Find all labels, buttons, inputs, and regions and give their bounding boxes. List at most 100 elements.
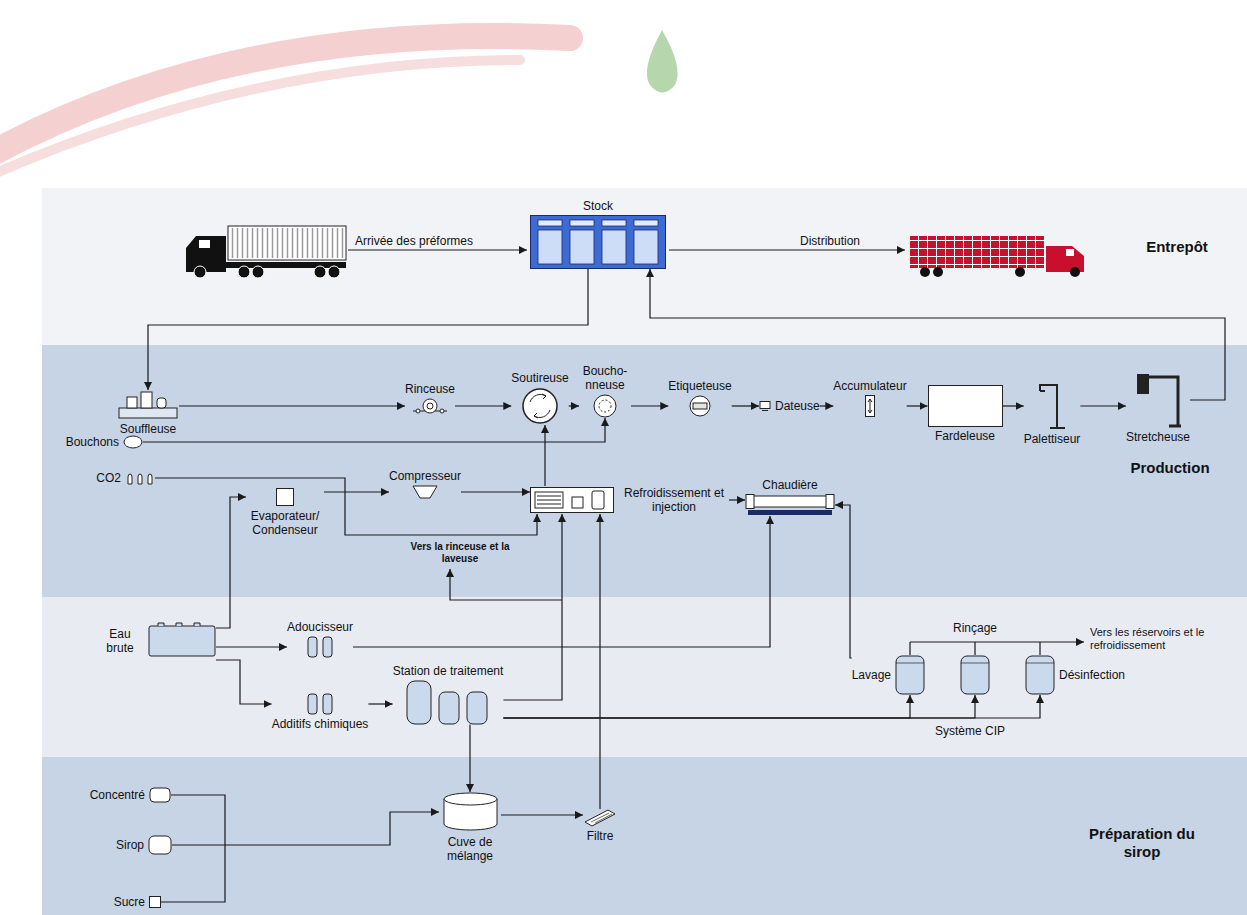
equipment-icon [895,655,925,695]
flow-arrow [1080,405,1126,406]
equipment-label: Soutireuse [511,371,568,385]
equipment-label: Station de traitement [393,664,504,678]
equipment-node: Rinçage [953,621,997,695]
equipment-node: Sucre [114,895,161,909]
flow-arrow [216,660,272,704]
equipment-label: Refroidissement et injection [619,486,729,514]
flow-arrow [544,425,545,486]
equipment-label: Souffleuse [120,422,177,436]
equipment-icon [1037,382,1067,430]
equipment-icon [412,485,438,499]
flow-arrow [503,695,1040,718]
equipment-icon [865,395,875,417]
equipment-icon [305,693,335,715]
annotation: Système CIP [935,724,1005,738]
equipment-icon [1134,372,1182,428]
equipment-label: Dateuse [775,399,820,413]
equipment-node: Sirop [116,835,172,855]
equipment-label: Filtre [587,829,614,843]
flow-line [348,250,1084,655]
equipment-node: Compresseur [389,469,461,499]
equipment-node: Etiqueteuse [668,379,731,417]
flow-arrow [729,499,745,500]
label-anchor: Vers les réservoirs et le refroidissemen… [1090,626,1215,652]
equipment-label: Rinceuse [405,382,455,396]
equipment-label: Eau brute [98,627,142,655]
equipment-icon [530,215,666,269]
equipment-icon [149,896,161,908]
flow-arrow [161,795,225,902]
annotation: Arrivée des préformes [355,234,473,248]
flow-arrow [155,478,537,535]
equipment-label: Adoucisseur [287,620,353,634]
equipment-node: Concentré [90,787,171,803]
flow-arrow [650,269,1225,400]
equipment-node: Evaporateur/ Condenseur [246,488,324,537]
equipment-label: Palettiseur [1024,432,1081,446]
flow-arrow [216,497,246,628]
equipment-node: Lavage [852,655,925,695]
equipment-node: Rinceuse [405,382,455,414]
equipment-icon [148,618,216,664]
equipment-icon [117,390,179,420]
equipment-icon [443,792,498,832]
equipment-node: Soutireuse [511,371,568,425]
equipment-icon [928,385,1003,427]
label-anchor: Arrivée des préformes [355,234,473,248]
equipment-node: Cuve de mélange [439,792,501,863]
equipment-label: Désinfection [1059,668,1125,682]
delivery-truck [910,236,1084,277]
equipment-icon [521,387,559,425]
equipment-icon [406,680,491,725]
equipment-label: Stretcheuse [1126,430,1190,444]
flow-arrow [143,418,605,442]
equipment-label: Compresseur [389,469,461,483]
flow-arrow [455,405,511,406]
equipment-node: Refroidissement et injection [530,486,729,514]
equipment-node: Additifs chimiques [272,693,369,731]
annotation: Distribution [800,234,860,248]
flow-arrow [179,405,405,406]
flow-arrow [469,725,470,793]
equipment-node: Boucho- nneuse [579,364,631,418]
flow-arrow [732,405,759,406]
annotation: Vers les réservoirs et le refroidissemen… [1090,626,1215,652]
flow-arrow [368,703,392,704]
equipment-icon [125,471,155,485]
equipment-label: Sucre [114,895,145,909]
flow-arrow [599,514,600,809]
equipment-label: Concentré [90,788,145,802]
equipment-label: Lavage [852,668,891,682]
flow-arrow [835,505,852,658]
equipment-label: CO2 [96,471,121,485]
equipment-label: Additifs chimiques [272,717,369,731]
equipment-icon [759,401,771,411]
equipment-node: Dateuse [759,399,820,413]
flow-arrow [631,405,668,406]
preform-truck [186,226,346,278]
equipment-node: Chaudière [745,478,835,516]
equipment-node: Palettiseur [1024,382,1081,446]
flow-arrow [503,695,910,718]
equipment-icon [413,398,447,414]
band-title: Production [1110,459,1230,477]
equipment-node: CO2 [96,471,155,485]
equipment-node: Bouchons [66,435,143,449]
band-region: Préparation du sirop ConcentréSiropSucre C… [42,757,1247,915]
equipment-icon [530,487,614,513]
band-region: ProductionSouffleuseRinceuseSoutireuseBo… [42,345,1247,597]
equipment-icon [1025,655,1055,695]
band-title: Préparation du sirop [1072,825,1212,861]
equipment-icon [583,809,617,827]
equipment-label: Rinçage [953,621,997,635]
equipment-node: Désinfection [1025,655,1125,695]
equipment-label: Cuve de mélange [439,835,501,863]
equipment-icon [960,655,990,695]
equipment-node: Eau brute [98,618,216,664]
flow-arrow [503,514,562,700]
label-anchor: Système CIP [935,724,1005,738]
equipment-label: Accumulateur [833,379,906,393]
